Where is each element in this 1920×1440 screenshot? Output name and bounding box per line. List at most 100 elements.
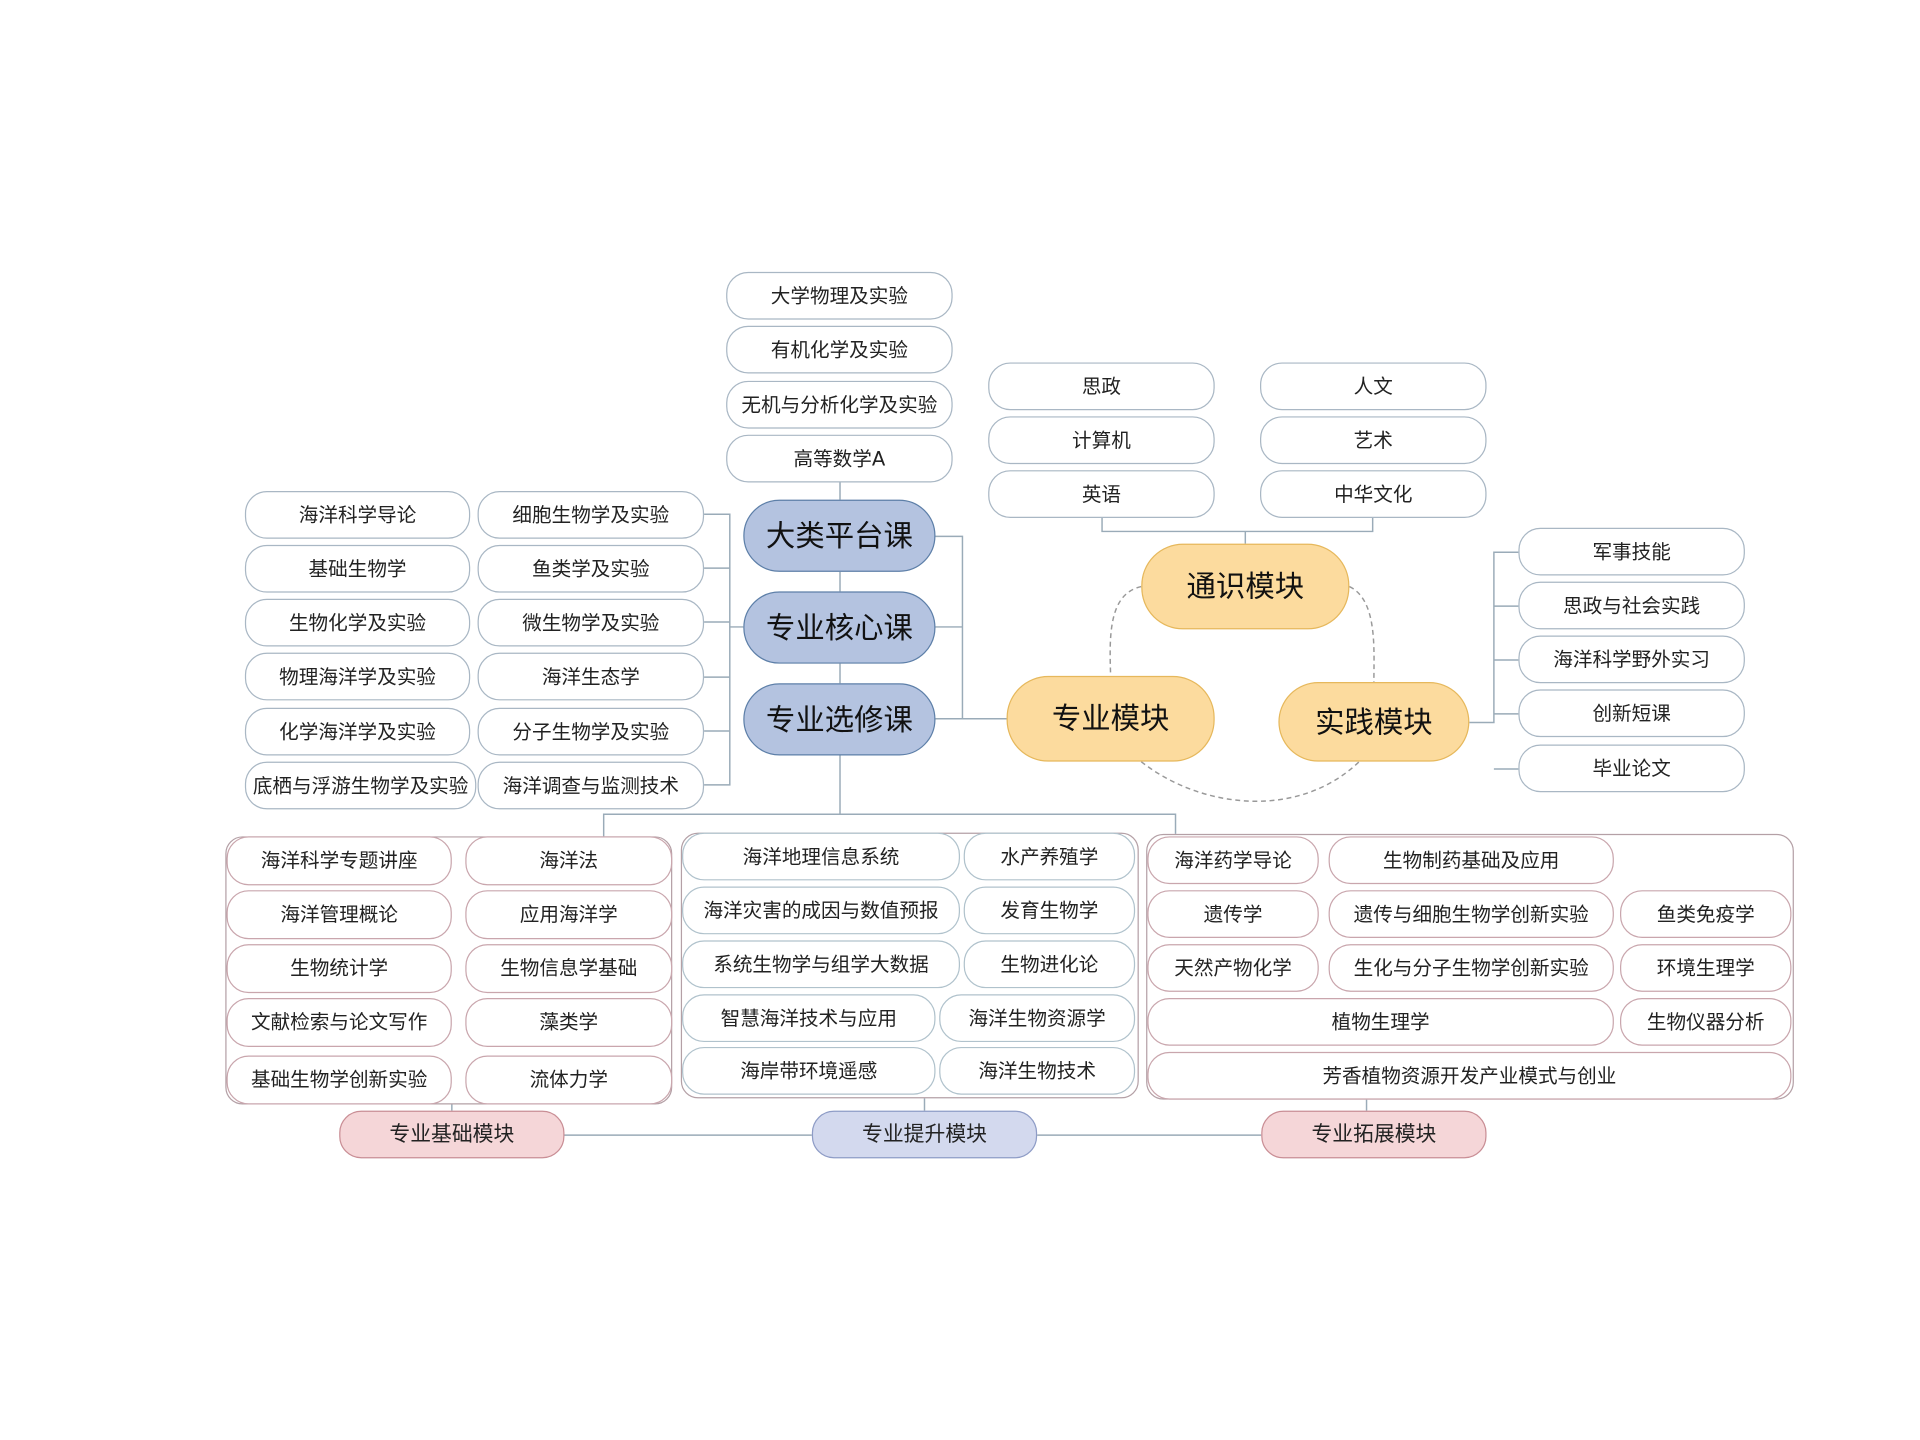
- course-box[interactable]: 艺术: [1260, 416, 1487, 465]
- course-box[interactable]: 生物制药基础及应用: [1328, 836, 1614, 885]
- course-box-label: 遗传与细胞生物学创新实验: [1353, 901, 1589, 926]
- course-box[interactable]: 海岸带环境遥感: [682, 1046, 936, 1095]
- course-box[interactable]: 生物进化论: [963, 940, 1136, 989]
- course-box[interactable]: 植物生理学: [1147, 997, 1614, 1046]
- course-box[interactable]: 环境生理学: [1620, 944, 1792, 992]
- course-box[interactable]: 智慧海洋技术与应用: [682, 994, 936, 1043]
- course-box[interactable]: 发育生物学: [963, 886, 1136, 935]
- course-box-label: 海洋科学专题讲座: [260, 848, 418, 872]
- course-box[interactable]: 细胞生物学及实验: [477, 491, 705, 539]
- course-box-label: 基础生物学: [308, 556, 407, 580]
- course-box[interactable]: 海洋药学导论: [1147, 836, 1319, 885]
- course-box[interactable]: 中华文化: [1260, 470, 1487, 518]
- course-box-label: 海洋科学野外实习: [1553, 647, 1711, 671]
- course-box[interactable]: 思政: [988, 362, 1215, 411]
- course-box-label: 生物化学及实验: [288, 610, 427, 634]
- course-box[interactable]: 系统生物学与组学大数据: [682, 940, 961, 989]
- course-box[interactable]: 海洋科学专题讲座: [226, 836, 452, 886]
- course-box[interactable]: 大学物理及实验: [726, 271, 953, 320]
- course-box[interactable]: 海洋生物技术: [939, 1046, 1136, 1095]
- course-box[interactable]: 毕业论文: [1518, 744, 1745, 793]
- course-box[interactable]: 思政与社会实践: [1518, 581, 1745, 630]
- course-box[interactable]: 军事技能: [1518, 527, 1745, 576]
- course-box[interactable]: 生物仪器分析: [1620, 997, 1792, 1046]
- course-box[interactable]: 物理海洋学及实验: [244, 652, 471, 701]
- course-box[interactable]: 海洋管理概论: [226, 890, 452, 940]
- course-box[interactable]: 分子生物学及实验: [477, 707, 705, 756]
- course-box-label: 生化与分子生物学创新实验: [1353, 955, 1589, 979]
- module-label-basic-label: 专业基础模块: [389, 1122, 515, 1147]
- course-category-node[interactable]: 大类平台课: [743, 499, 936, 572]
- course-box[interactable]: 遗传学: [1147, 890, 1319, 938]
- module-label-basic[interactable]: 专业基础模块: [339, 1110, 565, 1159]
- module-node-major[interactable]: 专业模块: [1006, 675, 1215, 762]
- course-box-label: 海岸带环境遥感: [740, 1058, 878, 1082]
- course-box[interactable]: 海洋生物资源学: [939, 994, 1136, 1043]
- course-box[interactable]: 海洋调查与监测技术: [477, 761, 705, 810]
- course-box-label: 海洋生物技术: [978, 1058, 1096, 1082]
- course-box[interactable]: 生物统计学: [226, 944, 452, 994]
- module-node-general[interactable]: 通识模块: [1141, 543, 1350, 630]
- course-box[interactable]: 有机化学及实验: [726, 325, 953, 374]
- course-box[interactable]: 高等数学A: [726, 434, 953, 483]
- course-box-label: 发育生物学: [1000, 898, 1099, 922]
- course-box-label: 中华文化: [1334, 481, 1413, 506]
- course-box[interactable]: 微生物学及实验: [477, 598, 705, 647]
- course-box[interactable]: 文献检索与论文写作: [226, 997, 452, 1047]
- module-node-major-label: 专业模块: [1051, 701, 1170, 736]
- course-category-node-label: 专业选修课: [765, 702, 913, 737]
- course-box[interactable]: 无机与分析化学及实验: [726, 380, 953, 429]
- module-node-general-label: 通识模块: [1186, 569, 1305, 604]
- course-box[interactable]: 人文: [1260, 362, 1487, 411]
- course-box[interactable]: 海洋科学导论: [244, 491, 471, 539]
- course-box[interactable]: 应用海洋学: [465, 890, 673, 940]
- course-box-label: 植物生理学: [1331, 1009, 1430, 1033]
- course-box[interactable]: 海洋灾害的成因与数值预报: [682, 886, 961, 935]
- course-box-label: 海洋生物资源学: [968, 1005, 1106, 1030]
- course-box[interactable]: 海洋生态学: [477, 652, 705, 701]
- course-box[interactable]: 流体力学: [465, 1055, 673, 1105]
- course-box[interactable]: 鱼类免疫学: [1620, 890, 1792, 938]
- course-box-label: 海洋生态学: [541, 664, 640, 688]
- course-box-label: 鱼类学及实验: [532, 556, 650, 580]
- course-box[interactable]: 化学海洋学及实验: [244, 707, 471, 756]
- course-box[interactable]: 生化与分子生物学创新实验: [1328, 944, 1614, 992]
- course-box-label: 物理海洋学及实验: [279, 664, 436, 688]
- course-box-label: 军事技能: [1592, 539, 1671, 563]
- course-box[interactable]: 底栖与浮游生物学及实验: [244, 761, 477, 810]
- course-box[interactable]: 海洋地理信息系统: [682, 832, 961, 881]
- course-category-node[interactable]: 专业选修课: [743, 683, 936, 756]
- course-box[interactable]: 遗传与细胞生物学创新实验: [1328, 890, 1614, 938]
- course-box[interactable]: 海洋科学野外实习: [1518, 635, 1745, 684]
- course-box-label: 环境生理学: [1656, 955, 1755, 979]
- course-box[interactable]: 生物信息学基础: [465, 944, 673, 994]
- module-node-practice-label: 实践模块: [1315, 704, 1433, 739]
- module-label-extend[interactable]: 专业拓展模块: [1261, 1110, 1487, 1159]
- course-box-label: 海洋管理概论: [280, 902, 398, 926]
- course-box[interactable]: 创新短课: [1518, 689, 1745, 738]
- course-box-label: 天然产物化学: [1174, 955, 1292, 979]
- course-box[interactable]: 藻类学: [465, 997, 673, 1047]
- course-box[interactable]: 鱼类学及实验: [477, 544, 705, 593]
- course-box-label: 海洋调查与监测技术: [502, 773, 679, 797]
- module-node-practice[interactable]: 实践模块: [1278, 682, 1470, 762]
- course-category-node-label: 大类平台课: [765, 518, 913, 553]
- course-box-label: 鱼类免疫学: [1656, 901, 1755, 926]
- course-box[interactable]: 基础生物学: [244, 544, 471, 593]
- course-box-label: 英语: [1081, 481, 1122, 506]
- course-category-node[interactable]: 专业核心课: [743, 591, 936, 664]
- course-box-label: 无机与分析化学及实验: [741, 392, 938, 416]
- course-box[interactable]: 计算机: [988, 416, 1215, 465]
- course-box[interactable]: 水产养殖学: [963, 832, 1136, 881]
- course-box-label: 高等数学A: [793, 446, 886, 470]
- course-box-label: 毕业论文: [1592, 756, 1671, 780]
- course-box[interactable]: 生物化学及实验: [244, 598, 471, 647]
- module-label-advance[interactable]: 专业提升模块: [811, 1110, 1038, 1159]
- course-box[interactable]: 基础生物学创新实验: [226, 1055, 452, 1105]
- course-box[interactable]: 芳香植物资源开发产业模式与创业: [1147, 1051, 1792, 1100]
- course-box-label: 思政与社会实践: [1563, 593, 1701, 617]
- course-box-label: 遗传学: [1203, 901, 1263, 926]
- course-box[interactable]: 海洋法: [465, 836, 673, 886]
- course-box[interactable]: 英语: [988, 470, 1215, 518]
- course-box[interactable]: 天然产物化学: [1147, 944, 1319, 992]
